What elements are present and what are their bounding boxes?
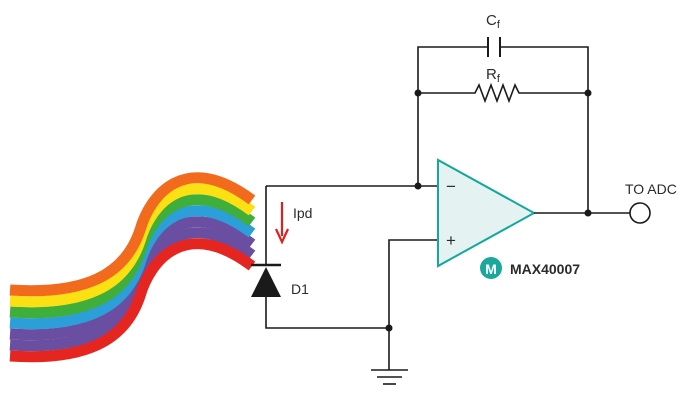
current-label: Ipd (293, 205, 312, 221)
output-label: TO ADC (625, 181, 677, 197)
svg-text:Cf: Cf (486, 12, 501, 31)
opamp: − + (437, 158, 537, 268)
resistor-rf (418, 82, 588, 104)
resistor-label: R (486, 66, 497, 83)
junction-dot (414, 89, 422, 97)
resistor-subscript: f (497, 73, 501, 85)
diode-label: D1 (291, 281, 309, 297)
output-node (534, 202, 651, 224)
light-beam (9, 172, 256, 363)
junction-dot (584, 89, 592, 97)
feedback-network (414, 37, 592, 215)
input-wiring (265, 182, 438, 370)
opamp-minus-label: − (446, 177, 456, 196)
junction-dot (385, 324, 393, 332)
svg-text:Rf: Rf (486, 66, 501, 85)
part-number-label: MAX40007 (510, 261, 580, 277)
ground-symbol (371, 369, 408, 385)
junction-dot (414, 182, 422, 190)
output-terminal (629, 202, 651, 224)
capacitor-label: C (486, 12, 497, 29)
maxim-logo-icon: M (480, 257, 502, 279)
junction-dot (584, 209, 592, 217)
arrow-down-icon (275, 202, 289, 245)
photodiode-d1 (251, 263, 281, 297)
capacitor-subscript: f (497, 19, 501, 31)
feedback-capacitor-wire (417, 46, 589, 93)
opamp-plus-label: + (446, 231, 456, 250)
svg-text:M: M (485, 261, 497, 277)
